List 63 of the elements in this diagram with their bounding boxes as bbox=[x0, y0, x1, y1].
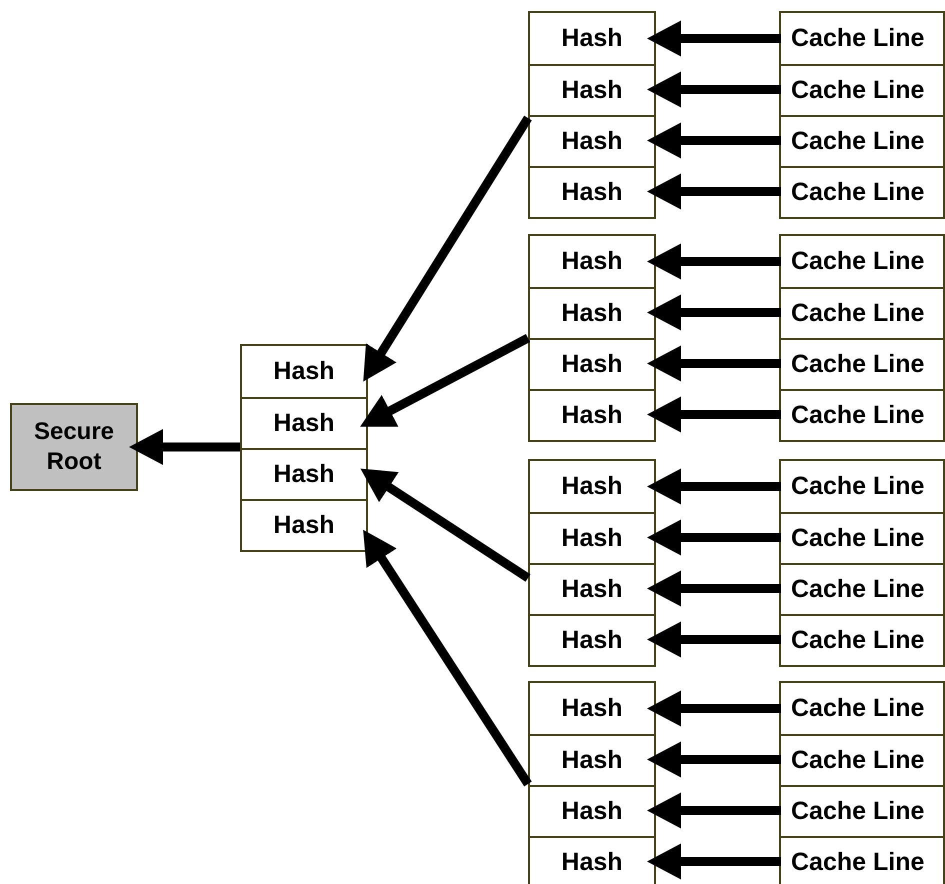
cache-line-entry: Cache Line bbox=[781, 287, 943, 338]
arrow bbox=[360, 468, 530, 582]
hash-entry: Hash bbox=[530, 287, 654, 338]
column-panel bbox=[779, 681, 945, 884]
cache-line-entry: Cache Line bbox=[781, 734, 943, 785]
column-panel bbox=[779, 11, 945, 219]
column-panel bbox=[528, 459, 656, 667]
arrow bbox=[647, 622, 781, 658]
arrow bbox=[363, 530, 532, 786]
arrow bbox=[647, 72, 781, 108]
hash-entry: Hash bbox=[530, 115, 654, 166]
hash-entry: Hash bbox=[530, 683, 654, 734]
cache-line-entry: Cache Line bbox=[781, 166, 943, 217]
hash-entry: Hash bbox=[530, 785, 654, 836]
column-panel bbox=[528, 11, 656, 219]
arrow bbox=[647, 570, 781, 606]
arrow bbox=[647, 520, 781, 556]
arrow bbox=[647, 346, 781, 382]
cache-line-entry: Cache Line bbox=[781, 461, 943, 512]
column-panel bbox=[779, 234, 945, 442]
arrow bbox=[363, 116, 532, 382]
cache-line-entry: Cache Line bbox=[781, 115, 943, 166]
cache-line-entry: Cache Line bbox=[781, 338, 943, 389]
hash-entry: Hash bbox=[530, 734, 654, 785]
hash-entry: Hash bbox=[530, 13, 654, 64]
hash-entry: Hash bbox=[242, 346, 366, 397]
arrow bbox=[647, 792, 781, 828]
arrow bbox=[647, 294, 781, 330]
cache-line-entry: Cache Line bbox=[781, 614, 943, 665]
hash-entry: Hash bbox=[242, 397, 366, 448]
arrow bbox=[129, 429, 240, 465]
cache-line-entry: Cache Line bbox=[781, 563, 943, 614]
hash-entry: Hash bbox=[530, 512, 654, 563]
hash-entry: Hash bbox=[530, 389, 654, 440]
cache-line-entry: Cache Line bbox=[781, 512, 943, 563]
hash-entry: Hash bbox=[530, 836, 654, 884]
column-panel bbox=[528, 234, 656, 442]
hash-entry: Hash bbox=[530, 166, 654, 217]
hash-entry: Hash bbox=[530, 236, 654, 287]
cache-line-entry: Cache Line bbox=[781, 64, 943, 115]
hash-entry: Hash bbox=[530, 563, 654, 614]
hash-entry: Hash bbox=[530, 338, 654, 389]
column-panel bbox=[779, 459, 945, 667]
cache-line-entry: Cache Line bbox=[781, 236, 943, 287]
arrow bbox=[647, 396, 781, 432]
secure-root-box: Secure Root bbox=[10, 403, 138, 491]
arrow bbox=[647, 742, 781, 778]
arrow bbox=[647, 844, 781, 880]
hash-entry: Hash bbox=[530, 64, 654, 115]
hash-entry: Hash bbox=[530, 614, 654, 665]
cache-line-entry: Cache Line bbox=[781, 836, 943, 884]
hash-entry: Hash bbox=[242, 448, 366, 499]
cache-line-entry: Cache Line bbox=[781, 683, 943, 734]
hash-entry: Hash bbox=[242, 499, 366, 550]
arrow bbox=[360, 334, 530, 427]
arrow bbox=[647, 174, 781, 210]
cache-line-entry: Cache Line bbox=[781, 389, 943, 440]
cache-line-entry: Cache Line bbox=[781, 785, 943, 836]
arrow bbox=[647, 122, 781, 158]
cache-line-entry: Cache Line bbox=[781, 13, 943, 64]
hash-entry: Hash bbox=[530, 461, 654, 512]
column-panel bbox=[240, 344, 368, 552]
column-panel bbox=[528, 681, 656, 884]
